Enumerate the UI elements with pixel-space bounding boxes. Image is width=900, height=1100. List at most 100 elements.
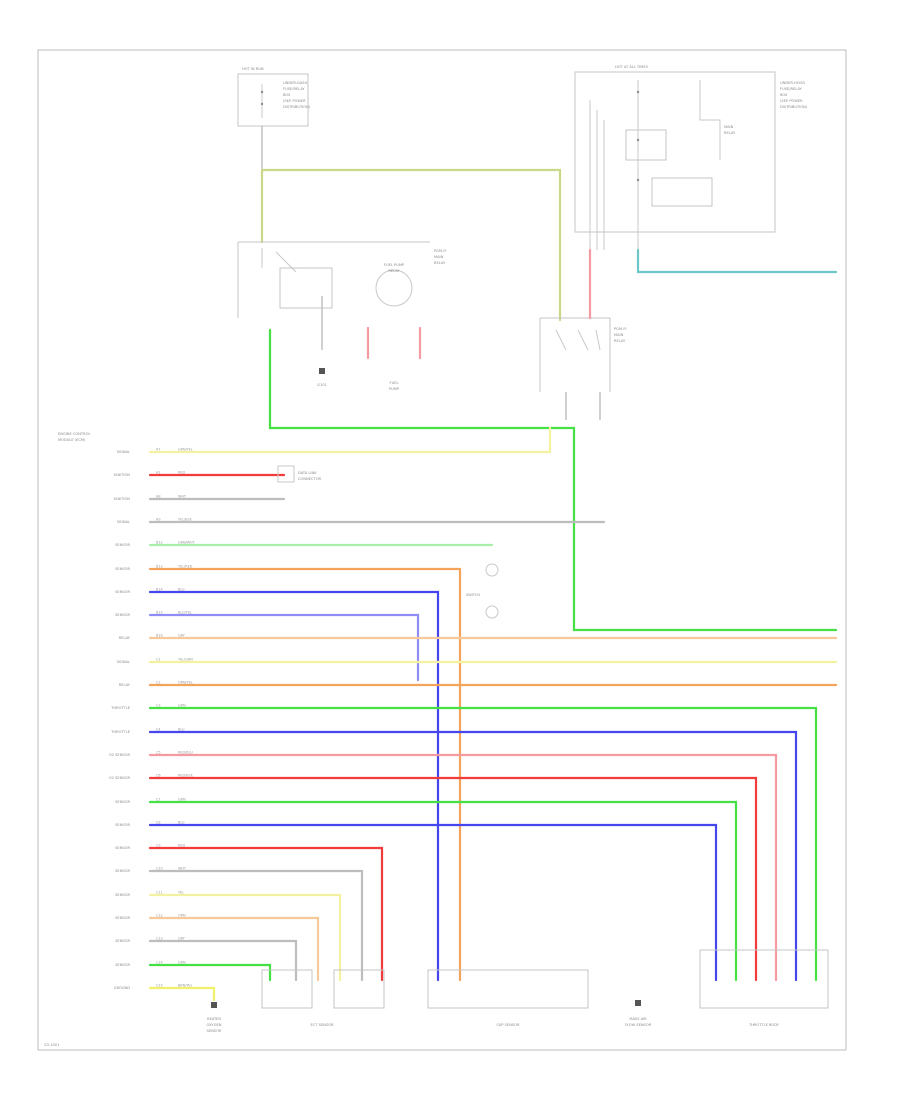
wire-teal-right <box>636 248 838 274</box>
svg-text:SENSOR: SENSOR <box>207 1029 222 1033</box>
ecm-pin-code: C13 <box>156 936 163 940</box>
ecm-pin-code: B16 <box>156 633 163 637</box>
ecm-pin-label: O2 SENSOR <box>109 753 131 757</box>
fuse-box-left-line: UNDER-DASH <box>283 81 307 85</box>
ecm-wires <box>148 426 838 1002</box>
fuse-box-left: HOT IN RUN UNDER-DASH FUSE/RELAY BOX (SE… <box>237 67 311 127</box>
svg-text:G101: G101 <box>317 383 327 387</box>
ecm-pin-wire-color: ORN <box>178 913 186 917</box>
pgm-fi-relay-label: RELAY <box>434 261 446 265</box>
ecm-title: ENGINE CONTROL <box>58 432 90 436</box>
svg-text:MAIN: MAIN <box>614 333 624 337</box>
fuse-box-left-line: BOX <box>283 93 291 97</box>
ecm-pin-label: SENSOR <box>115 800 130 804</box>
ecm-pin-label: SIGNAL <box>117 660 130 664</box>
ecm-pin-code: C9 <box>156 843 161 847</box>
pgm-fi-main-relay: PGM-FI MAIN RELAY FUEL PUMP RELAY <box>237 241 446 318</box>
ecm-pin-code: C12 <box>156 913 163 917</box>
ecm-pin-wire-color: YEL/GRN <box>178 657 193 661</box>
ecm-pin-code: C10 <box>156 866 163 870</box>
ecm-pin-wire-color: BLU/YEL <box>178 610 192 614</box>
ecm-pin-wire-color: RED <box>178 843 185 847</box>
ecm-pin-wire-color: BLU <box>178 727 185 731</box>
main-relay-right-label: RELAY <box>724 131 736 135</box>
ecm-pin-code: A8 <box>156 494 160 498</box>
ecm-wire <box>148 753 778 982</box>
relay-right: PGM-FI MAIN RELAY <box>539 317 626 392</box>
fuel-pump-relay-label: RELAY <box>388 269 400 273</box>
ecm-wire <box>148 730 798 982</box>
ecm-pin-label: SENSOR <box>115 823 130 827</box>
svg-text:SWITCH: SWITCH <box>466 593 480 597</box>
fuse-box-right-line: DISTRIBUTION) <box>780 105 808 109</box>
fuse-box-left-title: HOT IN RUN <box>242 67 264 71</box>
ecm-wire <box>148 869 364 982</box>
ecm-pin-code: C6 <box>156 773 161 777</box>
ecm-pin-label: SENSOR <box>115 846 130 850</box>
pgm-fi-relay-label: PGM-FI <box>434 249 446 253</box>
ecm-pin-label: SENSOR <box>115 939 130 943</box>
wire-olive-top <box>260 168 562 322</box>
ecm-pin-wire-color: RED <box>178 470 185 474</box>
svg-text:RELAY: RELAY <box>614 339 626 343</box>
ecm-pin-label: SIGNAL <box>117 450 130 454</box>
ecm-wire <box>148 823 718 982</box>
mid-sensor: SWITCH <box>466 563 499 619</box>
ecm-pin-wire-color: RED/BLK <box>178 773 193 777</box>
ecm-pin-label: THROTTLE <box>110 706 131 710</box>
pgm-fi-relay-label: MAIN <box>434 255 444 259</box>
ecm-pin-code: B14 <box>156 587 163 591</box>
ecm-pin-wire-color: GRN/YEL <box>178 447 193 451</box>
ecm-wire <box>148 590 440 982</box>
svg-text:DATA LINK: DATA LINK <box>298 471 317 475</box>
svg-text:HEATED: HEATED <box>207 1017 222 1021</box>
fuse-box-right-title: HOT AT ALL TIMES <box>615 65 649 69</box>
ecm-pin-code: C4 <box>156 727 161 731</box>
diagram-frame <box>37 49 847 1051</box>
ecm-pin-code: A9 <box>156 517 160 521</box>
ecm-pin-wire-color: YEL/RED <box>178 564 193 568</box>
ecm-pin-label: SENSOR <box>115 567 130 571</box>
ecm-pin-label: SIGNAL <box>117 520 130 524</box>
ecm-subtitle: MODULE (ECM) <box>58 438 86 442</box>
fuel-pump-component: FUEL PUMP <box>389 381 400 391</box>
svg-text:PGM-FI: PGM-FI <box>614 327 626 331</box>
ecm-pin-code: C5 <box>156 750 161 754</box>
ecm-pin-wire-color: GRY <box>178 936 186 940</box>
ecm-wire <box>148 706 818 982</box>
ecm-wire <box>148 939 298 982</box>
ecm-pin-label: SENSOR <box>115 916 130 920</box>
ecm-wire <box>148 800 738 982</box>
ecm-pin-wire-color: YEL/BLK <box>178 517 192 521</box>
ecm-pin-wire-color: BLU <box>178 820 185 824</box>
ecm-pin-label: SENSOR <box>115 963 130 967</box>
ecm-pin-code: C15 <box>156 983 163 987</box>
bottom-components: HEATED OXYGEN SENSOR ECT SENSOR CKP SENS… <box>207 949 829 1033</box>
ecm-pin-label: THROTTLE <box>110 730 131 734</box>
ecm-pin-wire-color: GRY <box>178 633 186 637</box>
ecm-pin-code: B13 <box>156 564 163 568</box>
svg-text:CONNECTOR: CONNECTOR <box>298 477 322 481</box>
ecm-pin-wire-color: WHT <box>178 866 187 870</box>
ecm-wire <box>148 567 462 982</box>
wire-green-relay <box>268 328 838 632</box>
ecm-pin-wire-color: BRN/YEL <box>178 983 193 987</box>
main-relay-right-label: MAIN <box>724 125 734 129</box>
ecm-pin-label: GROUND <box>114 986 130 990</box>
ecm-pin-label: RELAY <box>119 636 131 640</box>
ecm-pin-wire-color: BLU <box>178 587 185 591</box>
ecm-pin-code: A1 <box>156 470 160 474</box>
ecm-pin-wire-color: GRN/WHT <box>178 540 196 544</box>
ecm-pin-wire-color: ORN/YEL <box>178 680 193 684</box>
ecm-pin-wire-color: RED/BLU <box>178 750 193 754</box>
ecm-pin-wire-color: GRN <box>178 960 186 964</box>
ecm-pin-wire-color: WHT <box>178 494 187 498</box>
fuse-box-left-line: DISTRIBUTION) <box>283 105 311 109</box>
fuse-box-right: HOT AT ALL TIMES UNDER-HOOD FUSE/RELAY B… <box>574 65 808 250</box>
ecm-pin-wire-color: GRN <box>178 703 186 707</box>
fuse-box-right-line: UNDER-HOOD <box>780 81 805 85</box>
svg-text:OXYGEN: OXYGEN <box>207 1023 222 1027</box>
ecm-pin-code: B12 <box>156 540 163 544</box>
